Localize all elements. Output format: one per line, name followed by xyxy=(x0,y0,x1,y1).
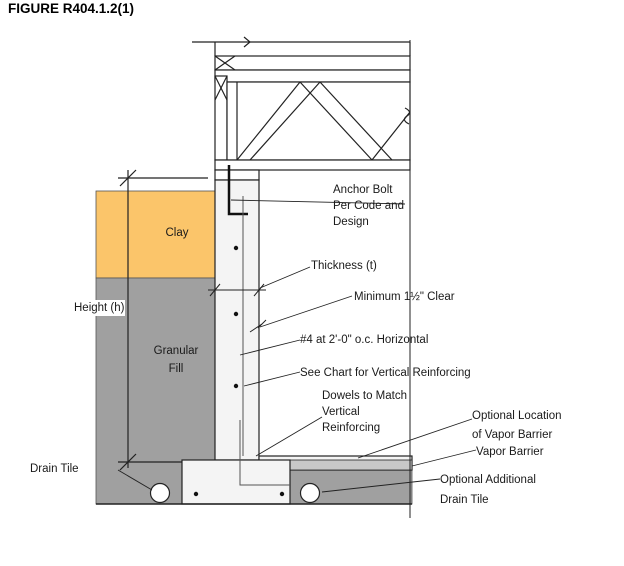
dowels-label-line3: Reinforcing xyxy=(322,422,381,434)
horizontal-rebar-label: #4 at 2'-0" o.c. Horizontal xyxy=(300,334,429,346)
figure-title: FIGURE R404.1.2(1) xyxy=(8,1,135,16)
granular-fill-label-line2: Fill xyxy=(168,363,184,375)
floor-framing xyxy=(192,36,411,181)
optional-vapor-label-line2: of Vapor Barrier xyxy=(472,429,553,441)
callout-leader-lines xyxy=(117,199,477,493)
horizontal-rebar-dots xyxy=(193,245,285,497)
anchor-bolt xyxy=(227,165,248,216)
granular-fill-label-line1: Granular xyxy=(153,345,199,357)
height-label: Height (h) xyxy=(74,300,125,316)
thickness-label: Thickness (t) xyxy=(311,260,377,272)
height-dimension-line xyxy=(118,169,208,471)
minimum-clear-label: Minimum 1½" Clear xyxy=(354,291,455,303)
vapor-barrier-label: Vapor Barrier xyxy=(476,446,544,458)
thickness-dimension-line xyxy=(208,283,267,333)
anchor-bolt-label-line3: Design xyxy=(333,216,369,228)
clay-label: Clay xyxy=(165,227,189,239)
clay-soil-layer xyxy=(95,190,216,279)
optional-drain-label-line1: Optional Additional xyxy=(440,474,536,486)
optional-drain-label-line2: Drain Tile xyxy=(440,494,489,506)
dowels-label-line1: Dowels to Match xyxy=(322,390,408,402)
anchor-bolt-label-line1: Anchor Bolt xyxy=(333,184,393,196)
anchor-bolt-label-line2: Per Code and xyxy=(333,200,404,212)
dowel-rebar xyxy=(239,420,290,486)
dowels-label-line2: Vertical xyxy=(322,406,360,418)
concrete-footing xyxy=(181,459,291,505)
drain-tile-label: Drain Tile xyxy=(30,463,79,475)
optional-drain-tile-pipe xyxy=(299,482,321,504)
slab-vapor-barrier-hatch xyxy=(289,459,413,471)
foundation-wall xyxy=(214,179,260,461)
drain-tile-pipe xyxy=(149,482,171,504)
vertical-reinforcing-label: See Chart for Vertical Reinforcing xyxy=(300,367,471,379)
optional-vapor-label-line1: Optional Location xyxy=(472,410,562,422)
